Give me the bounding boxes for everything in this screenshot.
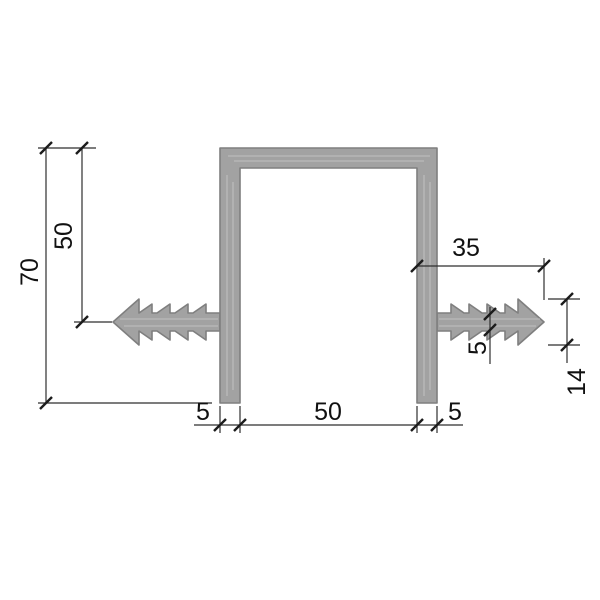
dim-label-right-rib-length: 35 (452, 234, 480, 262)
tick-mark (39, 396, 53, 410)
dimension-right-rib-length: 35 (410, 234, 551, 300)
dimension-bottom-widths: 5 50 5 (194, 398, 463, 433)
tick-mark (75, 315, 89, 329)
dim-label-overall-height: 70 (16, 258, 44, 286)
tick-mark (410, 259, 424, 273)
dim-label-bottom-right-wall: 5 (448, 398, 462, 426)
dim-label-rib-height: 14 (563, 368, 591, 396)
left-anchor-rib (112, 298, 221, 346)
tick-mark (213, 418, 227, 432)
dim-label-bottom-left-wall: 5 (196, 398, 210, 426)
tick-mark (410, 418, 424, 432)
dimension-overall-height: 70 (16, 141, 212, 410)
extrusion-texture (120, 155, 540, 396)
dim-label-upper-inner-height: 50 (50, 222, 78, 250)
dimension-upper-inner-height: 50 (50, 141, 112, 329)
tick-mark (233, 418, 247, 432)
profile-geometry (112, 147, 545, 404)
dimension-rib-web-thickness: 5 (464, 307, 497, 364)
tick-mark (483, 307, 497, 321)
tick-mark (39, 141, 53, 155)
tick-mark (430, 418, 444, 432)
tick-mark (537, 259, 551, 273)
u-channel-body (219, 147, 438, 404)
tick-mark (560, 338, 574, 352)
tick-mark (75, 141, 89, 155)
tick-mark (560, 292, 574, 306)
tick-mark (483, 323, 497, 337)
dim-label-rib-web-thickness: 5 (464, 341, 492, 355)
dim-label-bottom-inner-width: 50 (314, 398, 342, 426)
dimension-rib-height: 14 (548, 292, 591, 396)
